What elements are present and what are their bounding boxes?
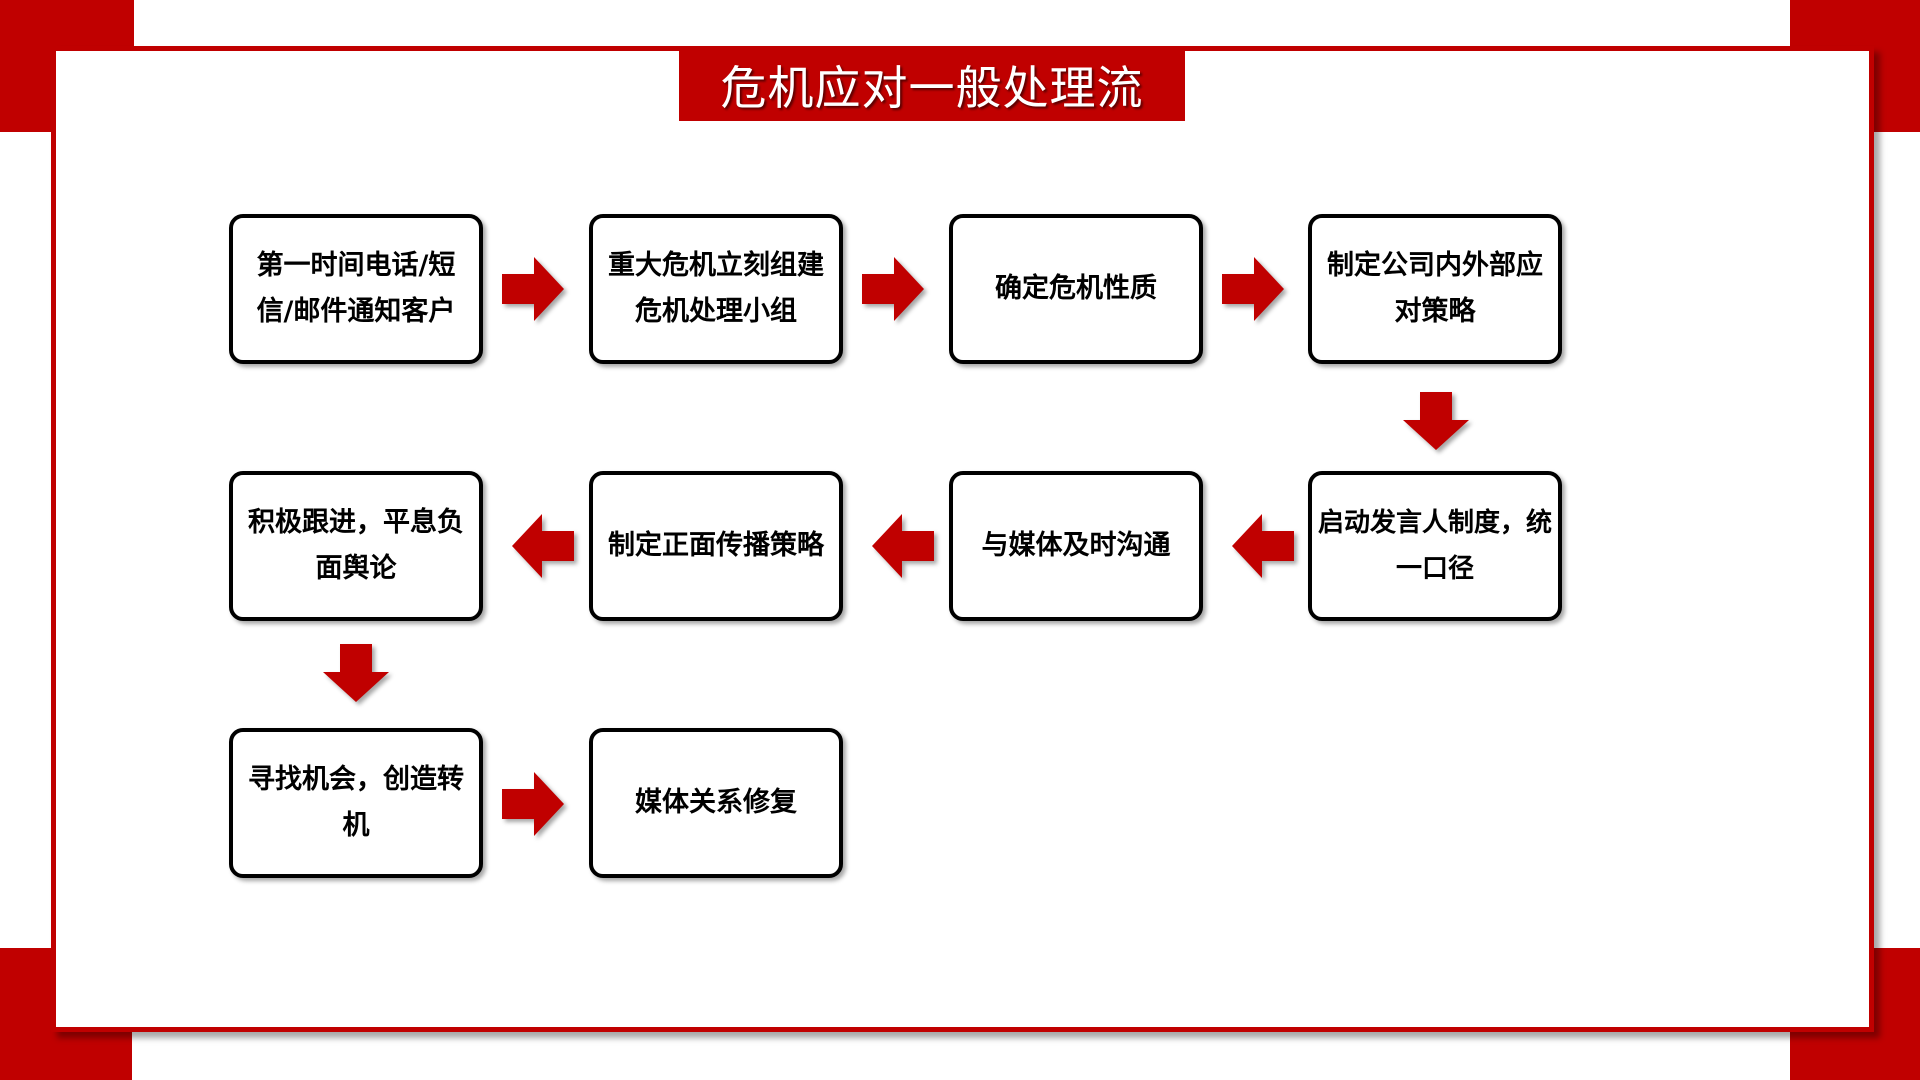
flow-arrow-5 xyxy=(1232,514,1294,578)
flow-arrow-2 xyxy=(862,257,924,321)
flow-arrow-7 xyxy=(512,514,574,578)
arrow-down-icon xyxy=(1403,392,1469,450)
flow-arrow-6 xyxy=(872,514,934,578)
flow-step-2: 重大危机立刻组建危机处理小组 xyxy=(589,214,843,364)
flow-step-7: 制定正面传播策略 xyxy=(589,471,843,621)
arrow-left-icon xyxy=(1232,514,1294,578)
flow-step-4: 制定公司内外部应对策略 xyxy=(1308,214,1562,364)
flow-arrow-3 xyxy=(1222,257,1284,321)
flow-step-8: 积极跟进，平息负面舆论 xyxy=(229,471,483,621)
page-title: 危机应对一般处理流 xyxy=(679,48,1185,121)
arrow-down-icon xyxy=(323,644,389,702)
flow-arrow-1 xyxy=(502,257,564,321)
arrow-left-icon xyxy=(872,514,934,578)
flow-step-5: 启动发言人制度，统一口径 xyxy=(1308,471,1562,621)
arrow-left-icon xyxy=(512,514,574,578)
flow-arrow-9 xyxy=(502,772,564,836)
flow-step-10: 媒体关系修复 xyxy=(589,728,843,878)
flow-step-3: 确定危机性质 xyxy=(949,214,1203,364)
arrow-right-icon xyxy=(1222,257,1284,321)
arrow-right-icon xyxy=(862,257,924,321)
arrow-right-icon xyxy=(502,257,564,321)
flow-step-6: 与媒体及时沟通 xyxy=(949,471,1203,621)
flow-step-9: 寻找机会，创造转机 xyxy=(229,728,483,878)
flow-arrow-8 xyxy=(323,644,389,702)
flow-step-1: 第一时间电话/短信/邮件通知客户 xyxy=(229,214,483,364)
flow-arrow-4 xyxy=(1403,392,1469,450)
arrow-right-icon xyxy=(502,772,564,836)
